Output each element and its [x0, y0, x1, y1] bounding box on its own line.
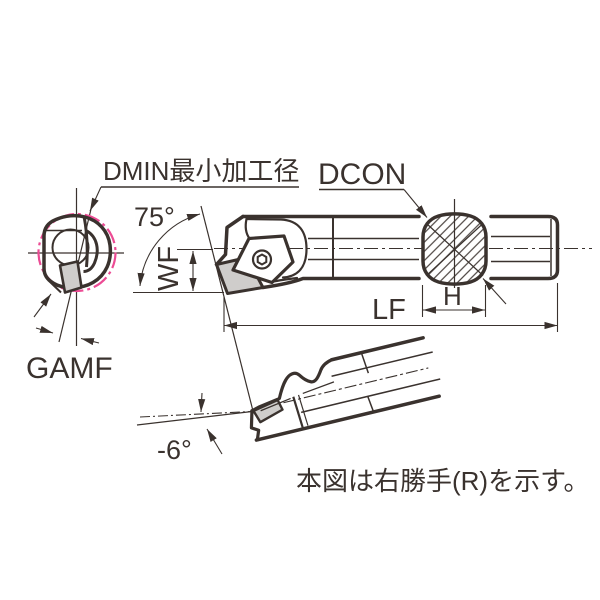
- shank-cross-section: [421, 199, 488, 288]
- rake-face-line: [136, 410, 253, 426]
- side-flat-line-bottom: [300, 378, 441, 414]
- side-tick-top: [360, 352, 370, 374]
- insert-side-view: [252, 398, 284, 424]
- side-view: -6°: [136, 336, 441, 465]
- section-diagonal-2: [426, 223, 484, 276]
- angle-arc-75: [137, 213, 201, 287]
- shank-end-cap: [489, 214, 560, 281]
- dimension-lf: LF: [223, 283, 559, 332]
- side-centerline: [262, 367, 429, 409]
- dimension-wf: WF: [133, 246, 224, 294]
- head-profile-outline: [250, 358, 334, 413]
- neck-line-1: [260, 397, 291, 412]
- angle-75-label: 75°: [134, 202, 175, 232]
- gamf-arrow-left: [35, 325, 54, 334]
- dmin-label: DMIN最小加工径: [103, 156, 299, 186]
- dimension-75deg: 75°: [134, 202, 201, 287]
- gamf-label: GAMF: [26, 352, 113, 385]
- side-view-body: [249, 336, 441, 442]
- dmin-circle: [37, 212, 117, 293]
- screw-hex-socket: [256, 253, 268, 266]
- bore-circle: [51, 228, 90, 267]
- main-view: DCON H LF WF 75°: [133, 158, 592, 412]
- shank-bottom-edge: [261, 276, 421, 290]
- cartridge-left: [244, 217, 251, 240]
- clamp-screw: [251, 249, 273, 270]
- rake-reference-line: [139, 410, 253, 418]
- tip-front-face: [249, 409, 261, 442]
- hand-note: 本図は右勝手(R)を示す。: [296, 466, 590, 496]
- dimension-rake: -6°: [136, 392, 253, 465]
- rake-arrow-up: [206, 428, 223, 455]
- rake-label: -6°: [157, 435, 192, 465]
- dcon-leader-arrow: [403, 189, 428, 218]
- section-outline: [421, 212, 488, 286]
- dimension-h: H: [421, 281, 487, 317]
- tool-end-outline: [42, 213, 113, 290]
- side-bottom-edge: [254, 394, 441, 442]
- pocket-wall-line-1: [292, 396, 304, 429]
- pocket-wall-line-2: [297, 394, 309, 426]
- h-label: H: [443, 281, 462, 311]
- side-flat-line-top: [331, 351, 433, 377]
- insert-end-view: [58, 260, 83, 294]
- end-view: GAMF DMIN最小加工径: [26, 156, 299, 385]
- side-top-edge: [329, 336, 425, 362]
- pocket-hook: [83, 229, 99, 273]
- pocket-edge: [82, 215, 89, 268]
- rake-arrow-down: [198, 392, 206, 413]
- dcon-opposite-arrow: [482, 278, 507, 305]
- lf-label: LF: [372, 294, 406, 326]
- dcon-label: DCON: [318, 158, 406, 191]
- edge-angle-projection-line: [200, 205, 254, 412]
- neck-line-2: [302, 381, 335, 395]
- gamf-leader-arrow: [33, 293, 52, 318]
- dmin-leader-arrow: [89, 186, 102, 212]
- wf-label: WF: [153, 246, 185, 291]
- corner-detail: [47, 279, 62, 294]
- cartridge-outline: [245, 217, 308, 279]
- gamf-arrow-right: [80, 337, 100, 346]
- side-tick-bottom: [367, 396, 375, 413]
- head-left-edge: [214, 214, 245, 267]
